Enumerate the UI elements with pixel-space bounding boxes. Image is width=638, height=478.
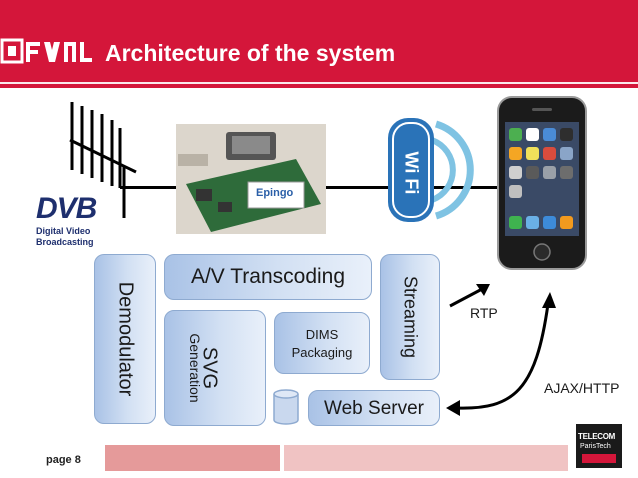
streaming-label: Streaming	[400, 275, 421, 359]
antenna-icon	[62, 100, 140, 220]
dvb-line-1: Digital Video	[36, 226, 91, 236]
demodulator-label: Demodulator	[114, 281, 137, 397]
hardware-board-photo: Epingo	[176, 124, 326, 234]
svg-generation-label: Generation	[187, 333, 203, 403]
dvb-logo: DVB Digital Video Broadcasting	[36, 192, 108, 252]
ajax-http-label: AJAX/HTTP	[544, 380, 620, 396]
header-divider	[0, 82, 638, 84]
dvb-logo-text: DVB	[36, 192, 97, 225]
footer-bar-right	[284, 445, 568, 471]
rtp-label: RTP	[470, 305, 498, 321]
header-bar	[0, 0, 638, 88]
streaming-box: Streaming	[380, 254, 440, 380]
footer-bar-left	[105, 445, 280, 471]
wifi-logo-text: Wi Fi	[401, 151, 422, 195]
database-icon	[272, 388, 300, 426]
telecom-logo-mark	[582, 454, 616, 463]
web-server-label: Web Server	[324, 398, 424, 419]
page-number: page 8	[46, 454, 81, 466]
demodulator-box: Demodulator	[94, 254, 156, 424]
av-transcoding-box: A/V Transcoding	[164, 254, 372, 300]
ajax-http-arrow	[444, 290, 560, 420]
svg-generation-box: SVG Generation	[164, 310, 266, 426]
wifi-logo-icon: Wi Fi	[384, 110, 474, 230]
packaging-label: Packaging	[291, 345, 353, 360]
telecom-logo-line-1: TELECOM	[578, 432, 616, 441]
dims-label: DIMS	[305, 327, 339, 342]
telecom-paristech-logo: TELECOM ParisTech	[576, 424, 622, 468]
smartphone-image	[497, 96, 587, 270]
board-label: Epingo	[256, 187, 294, 199]
page-title: Architecture of the system	[105, 40, 396, 66]
web-server-box: Web Server	[308, 390, 440, 426]
institution-logo-icon	[0, 36, 100, 66]
rtp-arrow	[446, 280, 494, 310]
av-transcoding-label: A/V Transcoding	[190, 265, 346, 288]
dims-packaging-box: DIMS Packaging	[274, 312, 370, 374]
telecom-logo-line-2: ParisTech	[580, 443, 611, 450]
dvb-line-2: Broadcasting	[36, 237, 94, 247]
